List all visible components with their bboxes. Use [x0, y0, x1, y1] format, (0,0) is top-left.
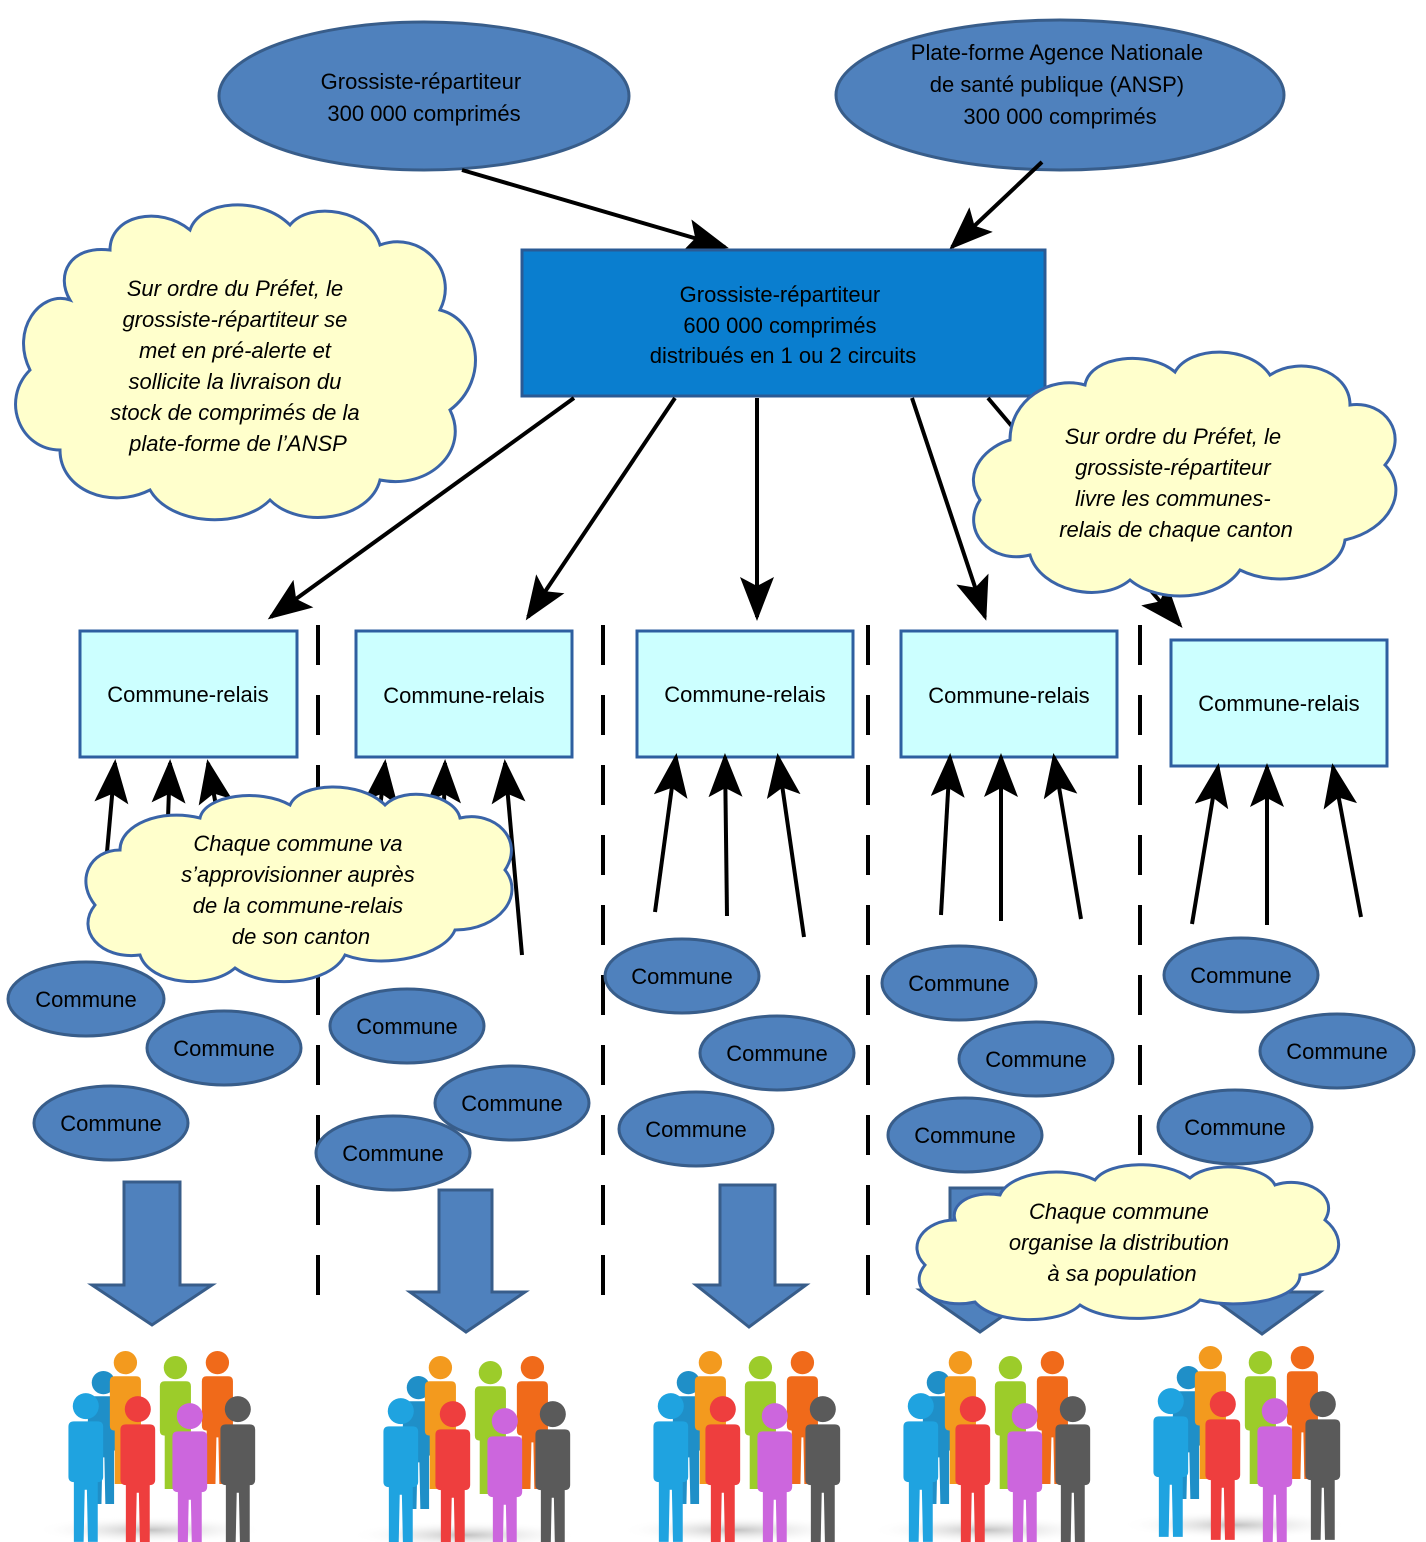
- ansp-line-3: 300 000 comprimés: [963, 104, 1156, 129]
- svg-text:Commune: Commune: [173, 1036, 274, 1061]
- commune-c2-2: Commune: [433, 1064, 591, 1142]
- relay-box-canton-3: Commune-relais: [635, 629, 855, 759]
- commune-c5-3: Commune: [1156, 1088, 1314, 1166]
- wholesaler-line-2: 300 000 comprimés: [327, 101, 520, 126]
- svg-text:Chaque commune va s’appr: Chaque commune va s’approvisionner auprè…: [181, 831, 421, 949]
- svg-text:Sur ordre du Préfet, le: Sur ordre du Préfet, le grossiste-répart…: [1059, 424, 1293, 542]
- svg-text:Commune: Commune: [645, 1117, 746, 1142]
- relay-boxes: Commune-relais Commune-relais Commune-re…: [78, 629, 1389, 768]
- commune-c5-2: Commune: [1258, 1012, 1416, 1090]
- relay-label: Commune-relais: [383, 683, 544, 708]
- population-groups: [35, 1345, 1350, 1542]
- alert-line-1: Sur ordre du Préfet, le: [127, 276, 343, 301]
- svg-text:Commune: Commune: [985, 1047, 1086, 1072]
- hub-line-1: Grossiste-répartiteur: [680, 282, 881, 307]
- communes: Commune Commune Commune Commune Commune …: [6, 936, 1416, 1192]
- alert-line-5: stock de comprimés de la: [110, 400, 359, 425]
- relay-label: Commune-relais: [107, 682, 268, 707]
- commune-c3-1: Commune: [603, 937, 761, 1015]
- svg-text:Sur ordre du Préfet, le: Sur ordre du Préfet, le grossiste-répart…: [110, 276, 366, 456]
- commune-c3-3: Commune: [617, 1090, 775, 1168]
- supply-line-3: de la commune-relais: [193, 893, 403, 918]
- commune-c1-3: Commune: [32, 1084, 190, 1162]
- relay-label: Commune-relais: [928, 683, 1089, 708]
- commune-c2-3: Commune: [314, 1114, 472, 1192]
- distribution-line-2: organise la distribution: [1009, 1230, 1229, 1255]
- down-arrow-canton-1: [87, 1180, 217, 1327]
- ansp-line-2: de santé publique (ANSP): [930, 72, 1184, 97]
- hub-line-3: distribués en 1 ou 2 circuits: [650, 343, 917, 368]
- ansp-line-1: Plate-forme Agence Nationale: [911, 40, 1203, 65]
- commune-c3-2: Commune: [698, 1014, 856, 1092]
- down-arrow-canton-3: [691, 1183, 811, 1329]
- deliver-line-1: Sur ordre du Préfet, le: [1065, 424, 1281, 449]
- svg-text:Commune: Commune: [914, 1123, 1015, 1148]
- relay-box-canton-1: Commune-relais: [78, 629, 299, 759]
- wholesaler-line-1: Grossiste-répartiteur: [321, 69, 522, 94]
- alert-line-6: plate-forme de l’ANSP: [128, 431, 347, 456]
- source-arrows: [461, 160, 1044, 253]
- svg-text:Commune: Commune: [1286, 1039, 1387, 1064]
- commune-c4-2: Commune: [957, 1020, 1115, 1098]
- crowd-canton-2: [350, 1355, 580, 1542]
- deliver-line-2: grossiste-répartiteur: [1075, 455, 1272, 480]
- crowd-canton-4: [870, 1350, 1100, 1542]
- commune-c4-3: Commune: [886, 1096, 1044, 1174]
- relay-box-canton-4: Commune-relais: [899, 629, 1119, 759]
- crowd-canton-5: [1120, 1345, 1350, 1542]
- callout-prefect-deliver: Sur ordre du Préfet, le grossiste-répart…: [972, 350, 1398, 598]
- svg-text:Commune: Commune: [1190, 963, 1291, 988]
- svg-text:Commune: Commune: [631, 964, 732, 989]
- svg-text:Chaque commune organise: Chaque commune organise la distribution …: [1009, 1199, 1235, 1286]
- hub-line-2: 600 000 comprimés: [683, 313, 876, 338]
- svg-text:Commune: Commune: [726, 1041, 827, 1066]
- commune-c1-1: Commune: [6, 960, 166, 1038]
- relay-box-canton-5: Commune-relais: [1169, 638, 1389, 768]
- hub-wholesaler: Grossiste-répartiteur 600 000 comprimés …: [520, 248, 1047, 398]
- svg-text:Commune: Commune: [908, 971, 1009, 996]
- svg-text:Commune: Commune: [60, 1111, 161, 1136]
- svg-text:Commune: Commune: [342, 1141, 443, 1166]
- svg-text:Commune: Commune: [356, 1014, 457, 1039]
- callout-supply: Chaque commune va s’approvisionner auprè…: [84, 785, 514, 984]
- relay-label: Commune-relais: [664, 682, 825, 707]
- relay-box-canton-2: Commune-relais: [354, 629, 574, 759]
- commune-c2-1: Commune: [328, 987, 486, 1065]
- distribution-line-3: à sa population: [1047, 1261, 1196, 1286]
- commune-c5-1: Commune: [1162, 936, 1320, 1014]
- commune-c1-2: Commune: [145, 1009, 303, 1087]
- svg-text:Plate-forme Agence Nationale: Plate-forme Agence Nationale de santé pu…: [911, 40, 1209, 129]
- down-arrow-canton-2: [405, 1188, 530, 1334]
- svg-text:Commune: Commune: [461, 1091, 562, 1116]
- commune-c4-1: Commune: [880, 944, 1038, 1022]
- source-wholesaler: Grossiste-répartiteur 300 000 comprimés: [217, 20, 631, 172]
- crowd-canton-1: [35, 1350, 265, 1542]
- supply-line-1: Chaque commune va: [193, 831, 402, 856]
- relay-label: Commune-relais: [1198, 691, 1359, 716]
- svg-text:Commune: Commune: [1184, 1115, 1285, 1140]
- crowd-canton-3: [620, 1350, 850, 1542]
- source-ansp: Plate-forme Agence Nationale de santé pu…: [834, 18, 1286, 172]
- alert-line-4: sollicite la livraison du: [129, 369, 342, 394]
- supply-line-2: s’approvisionner auprès: [181, 862, 415, 887]
- distribution-line-1: Chaque commune: [1029, 1199, 1209, 1224]
- alert-line-3: met en pré-alerte et: [139, 338, 332, 363]
- svg-text:Grossiste-répartiteur 60: Grossiste-répartiteur 600 000 comprimés …: [650, 282, 917, 368]
- callout-prefect-alert: Sur ordre du Préfet, le grossiste-répart…: [14, 203, 477, 522]
- svg-text:Commune: Commune: [35, 987, 136, 1012]
- alert-line-2: grossiste-répartiteur se: [122, 307, 347, 332]
- svg-text:Grossiste-répartiteur 30: Grossiste-répartiteur 300 000 comprimés: [321, 69, 528, 126]
- deliver-line-3: livre les communes-: [1075, 486, 1271, 511]
- deliver-line-4: relais de chaque canton: [1059, 517, 1293, 542]
- callout-distribution: Chaque commune organise la distribution …: [915, 1163, 1341, 1322]
- supply-line-4: de son canton: [232, 924, 370, 949]
